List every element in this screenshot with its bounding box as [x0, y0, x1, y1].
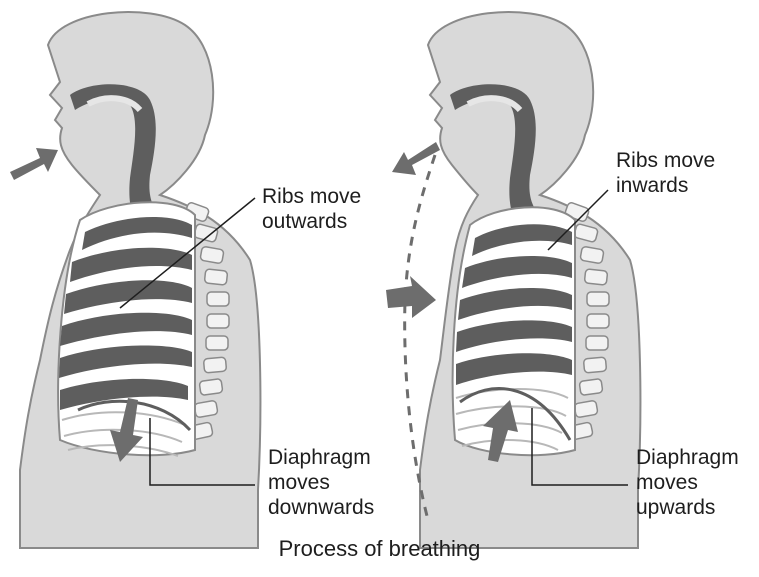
inhale-diaphragm-label-line2: moves	[268, 470, 374, 495]
inhale-diaphragm-label: Diaphragm moves downwards	[268, 445, 374, 520]
figure-caption: Process of breathing	[0, 536, 759, 562]
inhale-diaphragm-label-line3: downwards	[268, 495, 374, 520]
exhale-ribs-label: Ribs move inwards	[616, 148, 715, 198]
exhale-diaphragm-label-line1: Diaphragm	[636, 445, 739, 470]
exhale-diaphragm-label-line3: upwards	[636, 495, 739, 520]
inhale-ribs-label-line1: Ribs move	[262, 184, 361, 209]
inhale-air-in-arrow	[10, 148, 58, 180]
exhale-ribs-label-line2: inwards	[616, 173, 715, 198]
exhale-figure	[386, 12, 640, 548]
exhale-ribs-label-line1: Ribs move	[616, 148, 715, 173]
exhale-chest-in-arrow	[386, 276, 436, 318]
inhale-ribs-label: Ribs move outwards	[262, 184, 361, 234]
inhale-diaphragm-label-line1: Diaphragm	[268, 445, 374, 470]
exhale-diaphragm-label-line2: moves	[636, 470, 739, 495]
exhale-diaphragm-label: Diaphragm moves upwards	[636, 445, 739, 520]
inhale-ribs-label-line2: outwards	[262, 209, 361, 234]
inhale-figure	[10, 12, 260, 548]
